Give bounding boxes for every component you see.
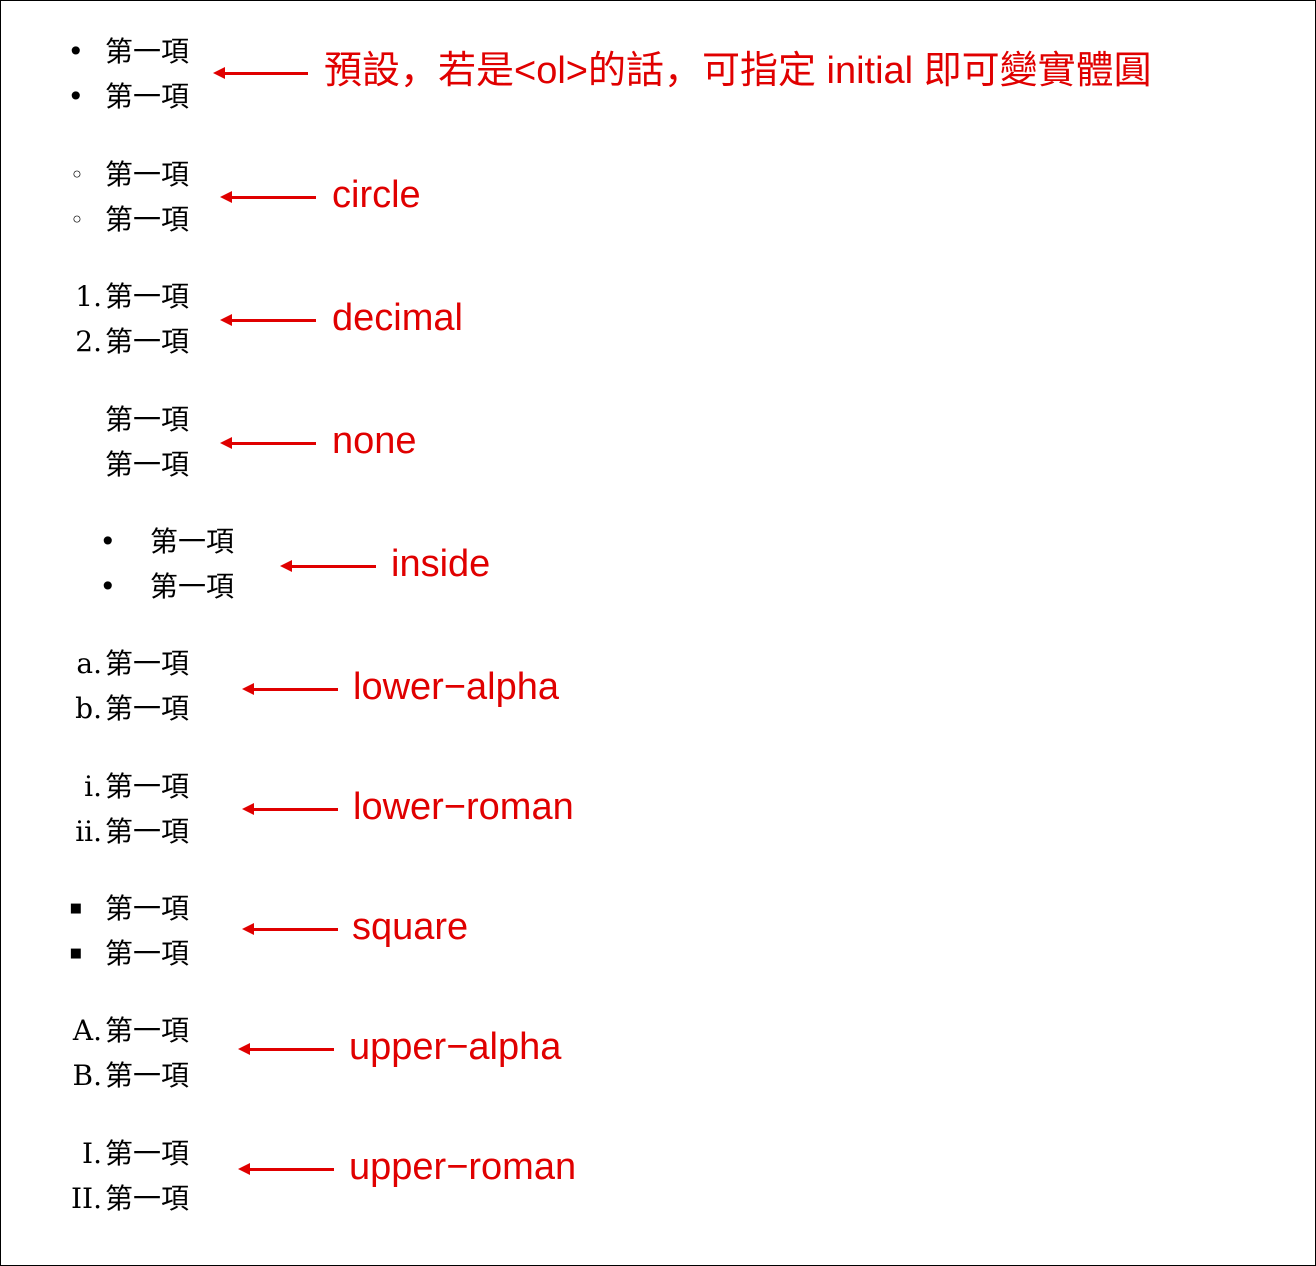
square-marker: ■ bbox=[69, 946, 82, 961]
section-inside: • 第一項 • 第一項 inside bbox=[0, 522, 1316, 622]
arrow-icon bbox=[220, 191, 316, 203]
arrow-icon bbox=[242, 803, 338, 815]
item-text: 第一項 bbox=[105, 1014, 190, 1047]
alpha-marker: b. bbox=[75, 692, 102, 725]
section-default: • 第一項 • 第一項 預設，若是<ol>的話，可指定 initial 即可變實體圓 bbox=[0, 32, 1316, 132]
arrow-icon bbox=[213, 67, 308, 79]
section-lower-roman: i.第一項 ii.第一項 lower−roman bbox=[0, 767, 1316, 867]
roman-marker: I. bbox=[82, 1137, 102, 1170]
circle-marker: ◦ bbox=[69, 161, 84, 189]
arrow-icon bbox=[242, 923, 338, 935]
arrow-icon bbox=[220, 437, 316, 449]
list-item: 第一項 bbox=[0, 400, 300, 440]
section-circle: ◦ 第一項 ◦ 第一項 circle bbox=[0, 155, 1316, 255]
alpha-marker: A. bbox=[72, 1014, 102, 1047]
arrow-icon bbox=[280, 560, 376, 572]
list-item: • 第一項 bbox=[0, 522, 300, 562]
item-text: 第一項 bbox=[105, 35, 190, 68]
item-text: 第一項 bbox=[105, 403, 190, 436]
list-item: A.第一項 bbox=[0, 1011, 300, 1051]
section-lower-alpha: a.第一項 b.第一項 lower−alpha bbox=[0, 644, 1316, 744]
number-marker: 1. bbox=[75, 280, 102, 313]
list-item: i.第一項 bbox=[0, 767, 300, 807]
arrow-icon bbox=[238, 1043, 334, 1055]
item-text: 第一項 bbox=[105, 647, 190, 680]
item-text: 第一項 bbox=[105, 158, 190, 191]
roman-marker: i. bbox=[84, 770, 102, 803]
annotation-label: upper−alpha bbox=[349, 1026, 562, 1068]
list-item: a.第一項 bbox=[0, 644, 300, 684]
number-marker: 2. bbox=[75, 325, 102, 358]
annotation-label: upper−roman bbox=[349, 1146, 577, 1188]
item-text: 第一項 bbox=[105, 770, 190, 803]
section-decimal: 1.第一項 2.第一項 decimal bbox=[0, 277, 1316, 377]
list-item: • 第一項 bbox=[0, 32, 300, 72]
item-text: 第一項 bbox=[105, 1059, 190, 1092]
item-text: 第一項 bbox=[105, 1137, 190, 1170]
list-item: • 第一項 bbox=[0, 567, 300, 607]
item-text: 第一項 bbox=[105, 892, 190, 925]
list-item: ■ 第一項 bbox=[0, 934, 300, 974]
list-item: b.第一項 bbox=[0, 689, 300, 729]
item-text: 第一項 bbox=[105, 203, 190, 236]
disc-marker: • bbox=[67, 80, 84, 113]
annotation-label: lower−roman bbox=[353, 786, 574, 828]
item-text: 第一項 bbox=[105, 692, 190, 725]
annotation-label: none bbox=[332, 420, 417, 462]
item-text: 第一項 bbox=[105, 325, 190, 358]
list-item: II.第一項 bbox=[0, 1179, 300, 1219]
item-text: 第一項 bbox=[105, 80, 190, 113]
section-none: 第一項 第一項 none bbox=[0, 400, 1316, 500]
item-text: 第一項 bbox=[105, 448, 190, 481]
annotation-label: decimal bbox=[332, 297, 463, 339]
item-text: 第一項 bbox=[105, 937, 190, 970]
section-upper-alpha: A.第一項 B.第一項 upper−alpha bbox=[0, 1011, 1316, 1111]
arrow-icon bbox=[220, 314, 316, 326]
disc-marker: • bbox=[99, 525, 116, 558]
alpha-marker: B. bbox=[72, 1059, 102, 1092]
arrow-icon bbox=[238, 1163, 334, 1175]
alpha-marker: a. bbox=[76, 647, 102, 680]
list-item: 2.第一項 bbox=[0, 322, 300, 362]
disc-marker: • bbox=[99, 570, 116, 603]
item-text: 第一項 bbox=[105, 280, 190, 313]
list-item: • 第一項 bbox=[0, 77, 300, 117]
section-square: ■ 第一項 ■ 第一項 square bbox=[0, 889, 1316, 989]
annotation-label: circle bbox=[332, 174, 421, 216]
list-item: ◦ 第一項 bbox=[0, 155, 300, 195]
section-upper-roman: I.第一項 II.第一項 upper−roman bbox=[0, 1134, 1316, 1234]
list-item: I.第一項 bbox=[0, 1134, 300, 1174]
list-item: 1.第一項 bbox=[0, 277, 300, 317]
square-marker: ■ bbox=[69, 901, 82, 916]
list-item: ii.第一項 bbox=[0, 812, 300, 852]
list-item: 第一項 bbox=[0, 445, 300, 485]
annotation-label: square bbox=[352, 906, 469, 948]
list-item: ◦ 第一項 bbox=[0, 200, 300, 240]
annotation-label: 預設，若是<ol>的話，可指定 initial 即可變實體圓 bbox=[324, 50, 1152, 92]
list-item: ■ 第一項 bbox=[0, 889, 300, 929]
item-text: 第一項 bbox=[105, 815, 190, 848]
item-text: 第一項 bbox=[150, 525, 235, 558]
item-text: 第一項 bbox=[150, 570, 235, 603]
annotation-label: inside bbox=[391, 543, 491, 585]
arrow-icon bbox=[242, 683, 338, 695]
item-text: 第一項 bbox=[105, 1182, 190, 1215]
list-item: B.第一項 bbox=[0, 1056, 300, 1096]
annotation-label: lower−alpha bbox=[353, 666, 559, 708]
circle-marker: ◦ bbox=[69, 206, 84, 234]
disc-marker: • bbox=[67, 35, 84, 68]
roman-marker: ii. bbox=[75, 815, 102, 848]
roman-marker: II. bbox=[70, 1182, 102, 1215]
